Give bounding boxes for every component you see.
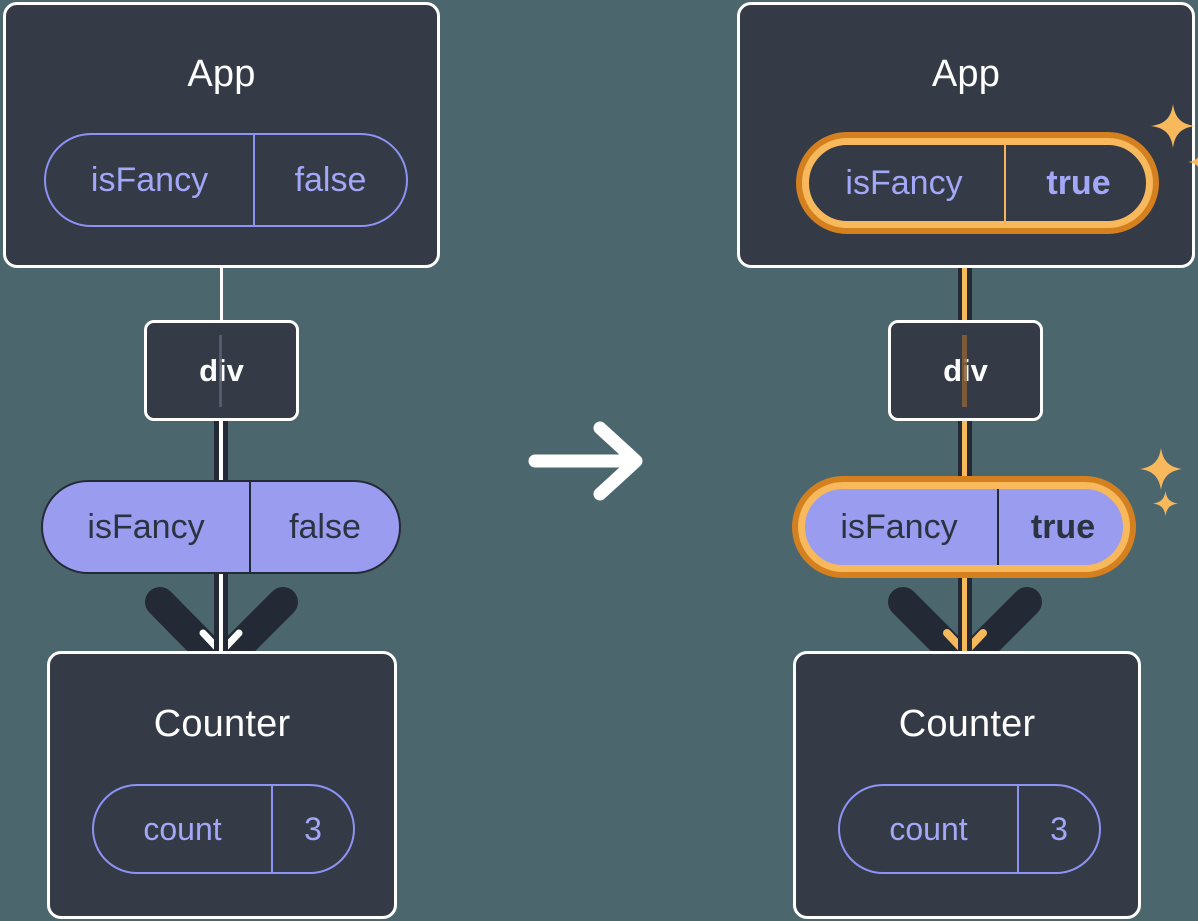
- state-pill-count-counter-right: count 3: [838, 784, 1101, 874]
- connector-through-div-left: [219, 335, 222, 407]
- prop-pill-isfancy-left: isFancy false: [41, 480, 401, 574]
- prop-pill-key: isFancy: [840, 507, 958, 546]
- component-title-counter-right: Counter: [898, 703, 1036, 745]
- connector-prop-to-counter-core-left: [219, 568, 223, 660]
- state-pill-count-counter-left: count 3: [92, 784, 355, 874]
- connector-app-to-div-left: [220, 252, 223, 330]
- component-box-counter-left: Counter count 3: [47, 651, 397, 919]
- state-pill-key: isFancy: [845, 163, 963, 202]
- state-pill-key: count: [143, 810, 222, 847]
- connector-div-to-prop-core-left: [219, 414, 223, 484]
- prop-pill-value: true: [997, 485, 1127, 569]
- prop-pill-key: isFancy: [87, 507, 205, 546]
- sparkle-large-icon-prop-right: [1140, 448, 1182, 490]
- sparkle-small-icon-app-right: [1188, 157, 1198, 167]
- component-title-app-left: App: [187, 53, 256, 95]
- state-pill-isfancy-app-right: isFancy true: [802, 138, 1153, 228]
- component-title-app-right: App: [931, 53, 1001, 95]
- state-pill-key: count: [889, 810, 968, 847]
- sparkle-small-icon-prop-right: [1153, 491, 1178, 516]
- prop-pill-value: false: [249, 482, 399, 572]
- component-box-app-left: App isFancy false: [3, 2, 440, 268]
- state-pill-value: 3: [271, 786, 353, 872]
- connector-app-to-div-core-right: [962, 218, 967, 330]
- transition-arrow-icon: [528, 421, 643, 501]
- component-box-counter-right: Counter count 3: [793, 651, 1141, 919]
- state-pill-key: isFancy: [90, 160, 209, 199]
- state-pill-isfancy-app-left: isFancy false: [44, 133, 408, 227]
- connector-div-to-prop-core-right: [962, 414, 967, 484]
- connector-through-div-right: [962, 335, 967, 407]
- state-pill-value: true: [1004, 140, 1151, 226]
- connector-prop-to-counter-core-right: [962, 566, 967, 660]
- sparkle-large-icon-app-right: [1151, 104, 1195, 148]
- prop-pill-isfancy-right: isFancy true: [799, 483, 1129, 571]
- component-box-app-right: App isFancy true: [737, 2, 1198, 268]
- state-pill-value: 3: [1017, 786, 1099, 872]
- state-pill-value: false: [253, 135, 406, 225]
- component-title-counter-left: Counter: [153, 703, 291, 745]
